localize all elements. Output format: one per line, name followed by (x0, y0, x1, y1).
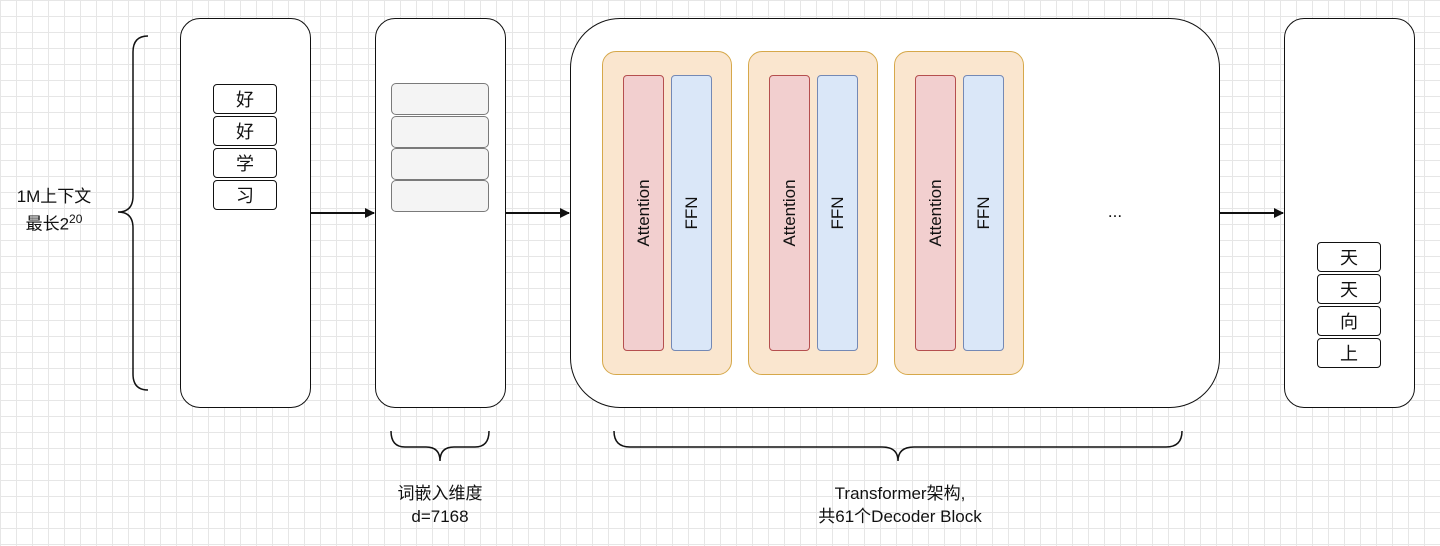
ffn-layer: FFN (963, 75, 1004, 351)
ffn-label: FFN (827, 196, 847, 230)
context-label: 1M上下文 最长220 (4, 185, 104, 236)
ffn-layer: FFN (671, 75, 712, 351)
attention-layer: Attention (769, 75, 810, 351)
attention-layer: Attention (915, 75, 956, 351)
embedding-label-line1: 词嵌入维度 (397, 484, 483, 503)
decoder-block: Attention FFN (748, 51, 878, 375)
context-brace (117, 35, 149, 391)
ffn-label: FFN (973, 196, 993, 230)
transformer-label: Transformer架构, 共61个Decoder Block (745, 482, 1055, 528)
context-label-line1: 1M上下文 (16, 187, 92, 206)
decoder-block: Attention FFN (894, 51, 1024, 375)
embedding-vector (391, 180, 489, 212)
ffn-label: FFN (681, 196, 701, 230)
embedding-vector (391, 116, 489, 148)
attention-label: Attention (925, 179, 945, 247)
input-token: 好 (213, 116, 277, 146)
embedding-vector (391, 148, 489, 180)
ellipsis: ... (1107, 202, 1123, 221)
ffn-layer: FFN (817, 75, 858, 351)
input-tokens-panel (180, 18, 311, 408)
embedding-label-line2: d=7168 (411, 507, 469, 526)
context-exponent: 20 (69, 212, 83, 226)
transformer-label-line1: Transformer架构, (834, 484, 966, 503)
attention-label: Attention (633, 179, 653, 247)
input-token: 好 (213, 84, 277, 114)
embedding-panel (375, 18, 506, 408)
output-token: 向 (1317, 306, 1381, 336)
context-label-line2: 最长220 (25, 212, 83, 234)
input-token: 习 (213, 180, 277, 210)
attention-layer: Attention (623, 75, 664, 351)
output-token: 上 (1317, 338, 1381, 368)
transformer-brace (613, 430, 1183, 462)
output-token: 天 (1317, 274, 1381, 304)
transformer-label-line2: 共61个Decoder Block (818, 507, 982, 526)
decoder-block: Attention FFN (602, 51, 732, 375)
embedding-label: 词嵌入维度 d=7168 (370, 482, 510, 528)
output-token: 天 (1317, 242, 1381, 272)
input-token: 学 (213, 148, 277, 178)
attention-label: Attention (779, 179, 799, 247)
embedding-brace (390, 430, 490, 462)
embedding-vector (391, 83, 489, 115)
